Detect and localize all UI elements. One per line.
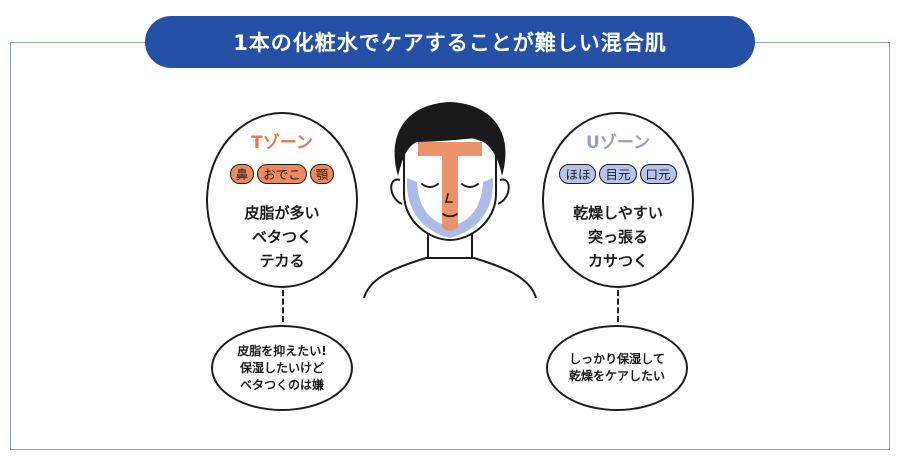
mouth [442,213,458,218]
u-zone-connector [617,290,619,322]
u-zone-description-line: カサつく [587,252,648,270]
t-zone-highlight [418,142,482,231]
t-zone-tags: 鼻 おでこ 顎 [208,164,356,184]
face-illustration [363,102,537,299]
t-zone-note-line: ベタつくのは嫌 [239,377,324,392]
u-zone-tag: 口元 [639,164,677,184]
t-zone-tag: 鼻 [229,164,255,184]
t-zone-title: Tゾーン [251,133,313,153]
u-zone-note-line: しっかり保湿して [569,352,665,366]
t-zone-description: 皮脂が多い ベタつく テカる [208,201,356,273]
u-zone-highlight [406,178,494,238]
shoulders-outline [363,257,537,299]
page-title-text: 1本の化粧水でケアすることが難しい混合肌 [233,31,667,55]
right-ear [497,178,510,205]
u-zone-tags: ほほ 目元 口元 [544,164,692,184]
u-zone-tag: 目元 [599,164,637,184]
t-zone-tag: おでこ [257,164,307,184]
u-zone-bubble: Uゾーン ほほ 目元 口元 乾燥しやすい 突っ張る カサつく [542,112,694,288]
u-zone-description-line: 乾燥しやすい [573,204,663,222]
u-zone-description-line: 突っ張る [587,228,648,246]
u-zone-title: Uゾーン [586,133,650,153]
t-zone-note-line: 保湿したいけど [239,360,324,375]
u-zone-note-line: 乾燥をケアしたい [568,369,665,383]
t-zone-bubble: Tゾーン 鼻 おでこ 顎 皮脂が多い ベタつく テカる [206,112,358,288]
page-title: 1本の化粧水でケアすることが難しい混合肌 [145,16,755,68]
hair [394,102,506,176]
u-zone-note: しっかり保湿して 乾燥をケアしたい [546,325,688,411]
t-zone-note: 皮脂を抑えたい! 保湿したいけど ベタつくのは嫌 [211,325,353,411]
u-zone-tag: ほほ [559,164,597,184]
t-zone-description-line: ベタつく [251,228,312,246]
t-zone-connector [282,290,284,322]
t-zone-description-line: 皮脂が多い [244,204,320,222]
t-zone-description-line: テカる [259,252,305,270]
t-zone-note-line: 皮脂を抑えたい! [237,343,327,358]
left-ear [390,178,403,205]
right-eye [461,183,479,188]
nose [444,193,453,203]
left-eye [421,183,439,188]
t-zone-tag: 顎 [309,164,335,184]
u-zone-description: 乾燥しやすい 突っ張る カサつく [544,201,692,273]
